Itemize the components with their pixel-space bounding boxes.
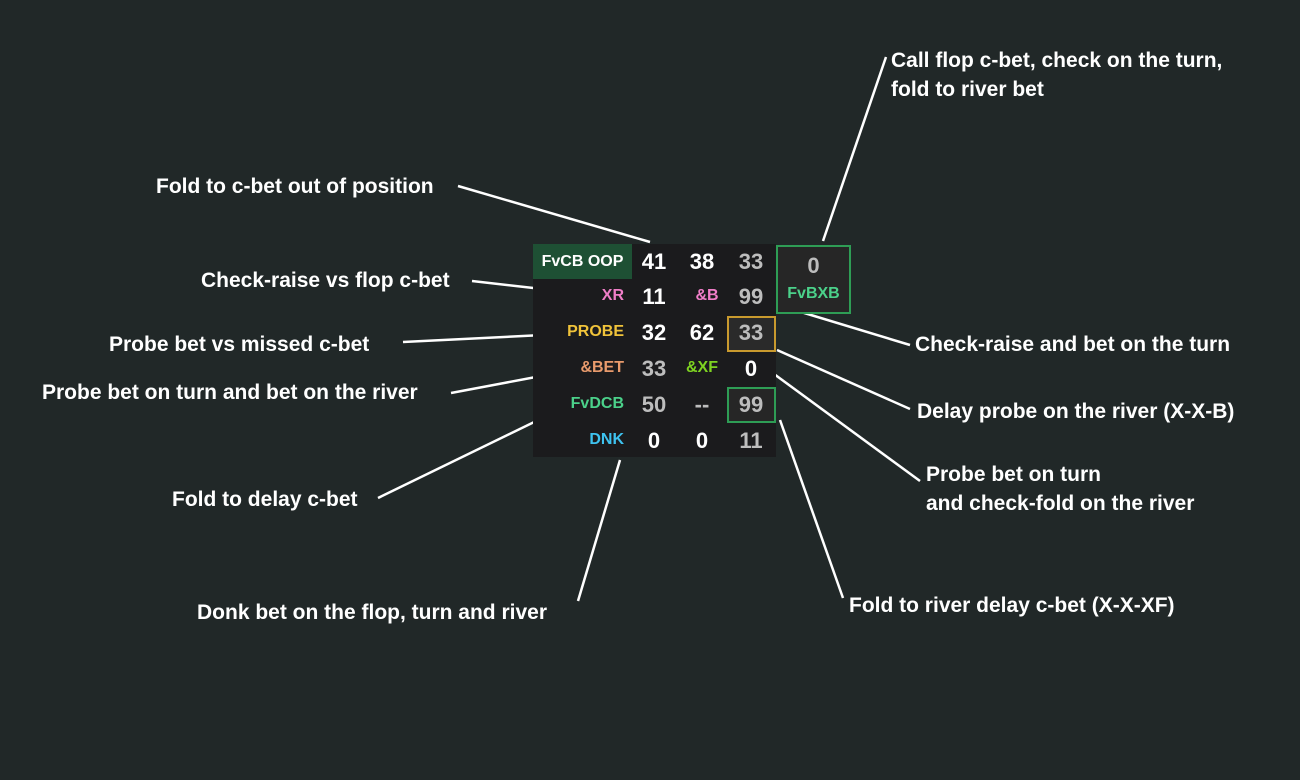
fvcb-flop-value: 41 <box>641 249 667 274</box>
dnk-flop-value: 0 <box>647 428 661 453</box>
fvdcb-turn-value: -- <box>694 392 710 417</box>
fvdcb-label: FvDCB <box>570 395 624 412</box>
callout-donk: Donk bet on the flop, turn and river <box>197 601 548 624</box>
connector-fold-river-delay <box>778 419 845 599</box>
dnk-label: DNK <box>589 431 624 448</box>
callout-probe-turn-cf-line1: Probe bet on turn <box>926 463 1101 486</box>
connector-probe-turn-cf <box>773 372 921 483</box>
connector-delay-probe <box>776 348 911 411</box>
and-xf-label: &XF <box>686 359 718 376</box>
fvcb-river-value: 33 <box>738 249 764 274</box>
and-bet-value: 33 <box>641 356 667 381</box>
connector-fold-cbet-oop <box>457 184 651 244</box>
fvbxb-box: 0 FvBXB <box>776 245 851 314</box>
and-bet-label: &BET <box>580 359 624 376</box>
callout-probe-turn-cf-line2: and check-fold on the river <box>926 492 1195 515</box>
callout-call-flop-line2: fold to river bet <box>891 78 1044 101</box>
callout-fold-cbet-oop: Fold to c-bet out of position <box>156 175 434 198</box>
delay-probe-box <box>727 316 776 352</box>
probe-flop-value: 32 <box>641 320 667 345</box>
hud-panel: FvCB OOP 41 38 33 XR 11 &B 99 PROBE 32 6… <box>533 244 776 457</box>
dnk-turn-value: 0 <box>695 428 709 453</box>
fvbxb-value: 0 <box>807 253 820 278</box>
callout-delay-probe-river: Delay probe on the river (X-X-B) <box>917 400 1235 423</box>
and-b-label: &B <box>695 287 719 304</box>
delay-probe-value: 33 <box>738 320 764 345</box>
and-b-value: 99 <box>738 284 764 309</box>
callout-fold-delay: Fold to delay c-bet <box>172 488 358 511</box>
connector-donk <box>576 459 622 602</box>
xr-label: XR <box>601 287 624 304</box>
dnk-river-value: 11 <box>739 428 763 453</box>
probe-turn-value: 62 <box>689 320 715 345</box>
probe-label: PROBE <box>567 323 624 340</box>
connector-call-flop <box>821 56 888 242</box>
fvdcb-flop-value: 50 <box>641 392 667 417</box>
and-xf-value: 0 <box>744 356 758 381</box>
fvbxb-label: FvBXB <box>787 285 840 302</box>
callout-fold-river-delay: Fold to river delay c-bet (X-X-XF) <box>849 594 1175 617</box>
fvcb-oop-label: FvCB OOP <box>533 244 632 279</box>
callout-probe-missed: Probe bet vs missed c-bet <box>109 333 370 356</box>
callout-call-flop-line1: Call flop c-bet, check on the turn, <box>891 49 1223 72</box>
fvdcb-river-box <box>727 387 776 423</box>
callout-check-raise: Check-raise vs flop c-bet <box>201 269 450 292</box>
fvdcb-river-value: 99 <box>738 392 764 417</box>
fvcb-turn-value: 38 <box>689 249 715 274</box>
xr-value: 11 <box>642 284 666 309</box>
callout-check-raise-bet-turn: Check-raise and bet on the turn <box>915 333 1231 356</box>
callout-probe-turn-river: Probe bet on turn and bet on the river <box>42 381 418 404</box>
connector-fold-delay <box>377 406 564 500</box>
